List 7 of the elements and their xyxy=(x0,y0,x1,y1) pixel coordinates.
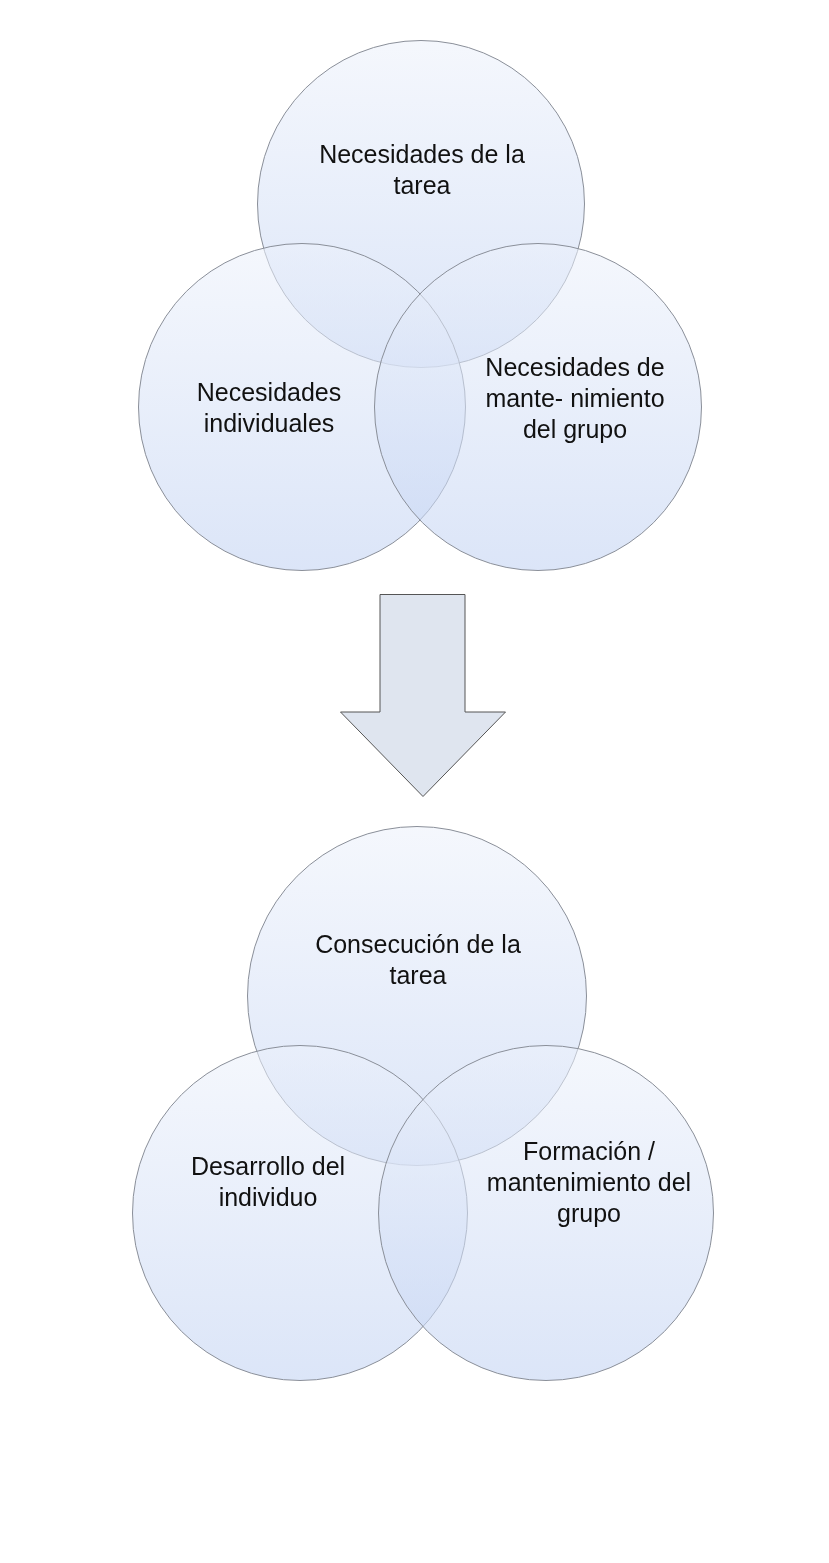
circle-label: Desarrollo del individuo xyxy=(189,1151,347,1213)
circle-label: Necesidades de mante- nimiento del grupo xyxy=(484,352,666,445)
circle-label: Formación / mantenimiento del grupo xyxy=(485,1136,693,1229)
block-arrow xyxy=(340,594,506,797)
circle-label: Necesidades de la tarea xyxy=(318,139,526,201)
circle-label: Consecución de la tarea xyxy=(314,929,522,991)
circle-label: Necesidades individuales xyxy=(195,377,343,439)
